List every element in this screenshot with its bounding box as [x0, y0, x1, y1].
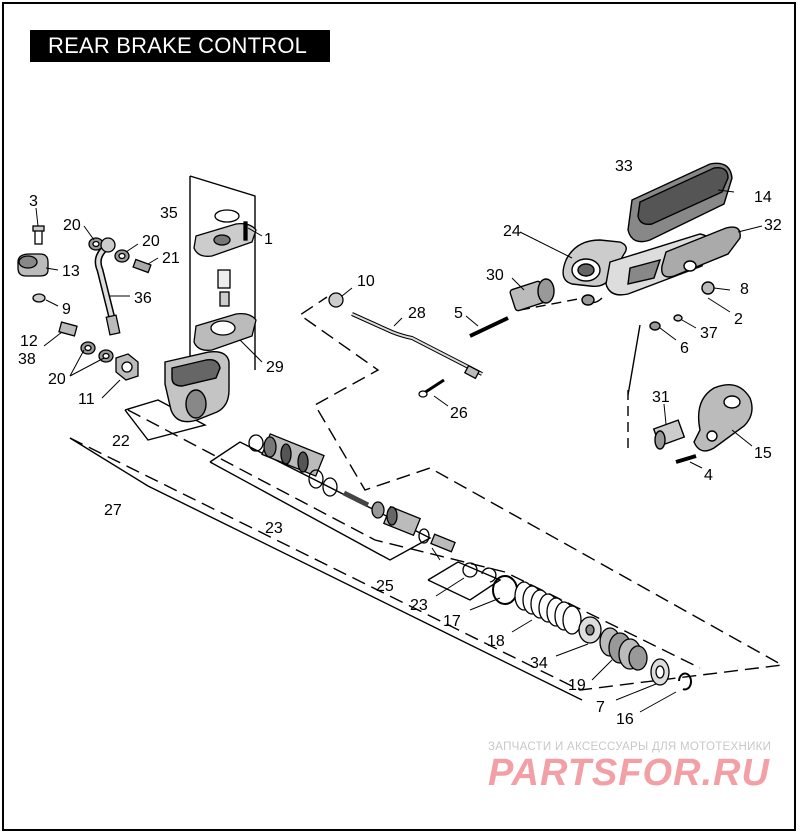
callout-25: 25	[376, 578, 394, 595]
callout-37: 37	[700, 325, 718, 342]
reservoir-float	[217, 269, 231, 289]
leader-lines	[35, 189, 763, 713]
callout-23-a: 23	[265, 520, 283, 537]
bracket-22	[124, 399, 207, 441]
callout-16: 16	[616, 711, 634, 728]
secondary-piston	[382, 505, 422, 537]
callout-9: 9	[62, 301, 71, 318]
retaining-ring-23	[481, 567, 497, 583]
callout-30: 30	[486, 267, 504, 284]
boot-19	[599, 627, 648, 671]
o-ring-23-e	[462, 562, 478, 578]
bleeder-12	[58, 321, 78, 337]
callout-1: 1	[264, 231, 273, 248]
bracket-27	[69, 437, 583, 701]
master-cylinder-bore	[171, 358, 221, 387]
bushing-31	[652, 419, 686, 450]
watermark-subtitle: ЗАПЧАСТИ И АКСЕССУАРЫ ДЛЯ МОТОТЕХНИКИ	[488, 741, 772, 753]
callout-28: 28	[408, 305, 426, 322]
bracket-35-29	[189, 175, 256, 370]
callout-8: 8	[740, 281, 749, 298]
bolt-5	[469, 316, 509, 338]
o-ring-23-b	[308, 469, 324, 489]
callout-23-b: 23	[410, 597, 428, 614]
retaining-ring-16	[678, 672, 692, 691]
callout-38: 38	[18, 351, 36, 368]
callout-29: 29	[266, 359, 284, 376]
callout-12: 12	[20, 333, 38, 350]
reservoir-gasket-ring	[214, 209, 240, 223]
rod-end	[463, 364, 481, 380]
callout-10: 10	[357, 273, 375, 290]
clevis-30	[509, 278, 555, 312]
hose-fitting-bottom	[105, 314, 121, 336]
o-ring-23-a	[248, 434, 264, 452]
pushrod-25	[430, 533, 456, 553]
hose-fitting-top	[100, 237, 116, 253]
callout-34: 34	[530, 655, 548, 672]
o-ring-23-d	[418, 528, 430, 544]
spring-rod	[342, 490, 370, 508]
callout-24: 24	[503, 223, 521, 240]
callout-4: 4	[704, 467, 713, 484]
callout-13: 13	[62, 263, 80, 280]
lever-15	[693, 384, 753, 452]
cap-screw-1	[243, 221, 248, 241]
washer-9	[32, 293, 46, 303]
spring-seat	[371, 501, 385, 519]
washer-37	[673, 314, 683, 322]
clevis-nut-10	[328, 292, 344, 308]
callout-3: 3	[29, 193, 38, 210]
callout-6: 6	[680, 340, 689, 357]
clamp-13-hole	[18, 255, 38, 269]
clevis-pin-26	[423, 378, 445, 395]
callout-7: 7	[596, 699, 605, 716]
callout-36: 36	[134, 290, 152, 307]
callout-labels: 1 2 3 4 5 6 7 8 9 10 11 12 13 14 15 16 1…	[18, 158, 782, 728]
callout-14: 14	[754, 189, 772, 206]
reservoir-fitting	[219, 291, 230, 307]
diagram-title: REAR BRAKE CONTROL	[30, 30, 330, 62]
callout-19: 19	[568, 677, 586, 694]
callout-18: 18	[487, 633, 505, 650]
callout-17: 17	[443, 613, 461, 630]
bracket-6-37	[627, 324, 641, 396]
callout-5: 5	[454, 305, 463, 322]
washer-6	[649, 321, 661, 331]
callout-11: 11	[78, 391, 95, 408]
primary-piston	[261, 433, 325, 477]
callout-22: 22	[112, 433, 130, 450]
screw-3-head	[32, 225, 45, 232]
assembly-guide-main	[69, 296, 785, 691]
spring-18	[514, 581, 582, 635]
bracket-23	[209, 441, 432, 561]
pedal-arm-32	[661, 226, 741, 278]
callout-21: 21	[162, 250, 180, 267]
callout-35: 35	[160, 205, 178, 222]
callout-20-c: 20	[48, 371, 66, 388]
callout-32: 32	[764, 217, 782, 234]
callout-27: 27	[104, 502, 122, 519]
watermark-logo: PARTSFOR.RU	[488, 752, 770, 794]
callout-15: 15	[754, 445, 772, 462]
o-ring-23-c	[322, 477, 338, 497]
assembly-guide-pedal	[519, 297, 584, 311]
bracket-23b	[427, 561, 502, 601]
callout-31: 31	[652, 389, 670, 406]
assembly-guide-inner	[127, 409, 701, 669]
callout-33: 33	[615, 158, 633, 175]
screw-4	[675, 454, 697, 464]
callout-20-b: 20	[142, 233, 160, 250]
callout-26: 26	[450, 405, 468, 422]
pedal-pad-33	[627, 162, 733, 243]
callout-20-a: 20	[63, 217, 81, 234]
banjo-bolt-21	[132, 258, 152, 274]
screw-8	[701, 281, 715, 295]
callout-2: 2	[734, 311, 743, 328]
